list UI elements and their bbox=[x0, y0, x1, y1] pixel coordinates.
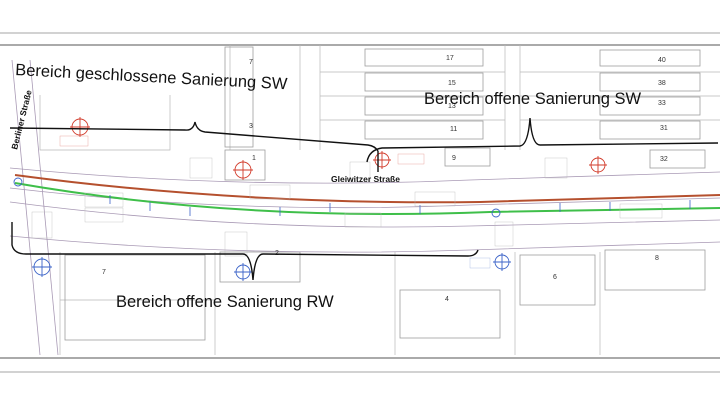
label-closed-sw: Bereich geschlossene Sanierung SW bbox=[15, 61, 288, 93]
lot-number: 13 bbox=[448, 103, 456, 110]
sheet-frame bbox=[0, 32, 720, 373]
label-open-rw: Bereich offene Sanierung RW bbox=[116, 293, 334, 311]
street-name-berliner: Berliner Straße bbox=[9, 89, 34, 151]
manhole-icon bbox=[373, 151, 391, 169]
road-corridor bbox=[9, 59, 720, 356]
bracket-closed-sw bbox=[9, 121, 379, 152]
lot-number: 11 bbox=[450, 126, 457, 133]
manhole-icon bbox=[233, 160, 253, 180]
manhole-icon bbox=[70, 117, 90, 137]
label-open-sw: Bereich offene Sanierung SW bbox=[424, 90, 642, 108]
sewer-line-sw bbox=[14, 174, 720, 204]
plots-south bbox=[59, 252, 601, 355]
lot-number: 7 bbox=[249, 59, 253, 66]
pipe-ticks bbox=[109, 195, 691, 216]
bracket-open-sw bbox=[366, 117, 719, 163]
lot-number: 38 bbox=[658, 80, 666, 87]
manhole-icon bbox=[491, 208, 501, 218]
area-brackets bbox=[9, 117, 719, 281]
buildings-south bbox=[64, 249, 706, 341]
manhole-icon bbox=[493, 253, 511, 271]
lot-number: 31 bbox=[660, 125, 668, 132]
plots-north bbox=[39, 45, 720, 151]
pipe-annotations bbox=[31, 135, 663, 269]
lot-number: 9 bbox=[452, 155, 456, 162]
lot-number: 1 bbox=[252, 155, 256, 162]
lot-number: 33 bbox=[658, 100, 666, 107]
lot-number: 17 bbox=[446, 55, 454, 62]
lot-number: 3 bbox=[249, 123, 253, 130]
manhole-icon bbox=[589, 156, 607, 174]
manhole-icon bbox=[13, 177, 23, 187]
lot-number: 6 bbox=[553, 274, 557, 281]
lot-number: 15 bbox=[448, 80, 456, 87]
manhole-icon bbox=[32, 257, 52, 277]
street-name-gleiwitzer: Gleiwitzer Straße bbox=[331, 174, 400, 184]
bracket-open-rw bbox=[11, 222, 479, 281]
manhole-icon bbox=[234, 263, 252, 281]
lot-numbers: 7 3 1 17 15 13 11 9 40 38 33 31 32 7 2 4… bbox=[102, 55, 668, 303]
manholes-rw bbox=[13, 177, 511, 281]
lot-number: 4 bbox=[445, 296, 449, 303]
buildings-north bbox=[224, 46, 706, 181]
lot-number: 8 bbox=[655, 255, 659, 262]
sewer-lines bbox=[14, 174, 720, 216]
lot-number: 32 bbox=[660, 156, 668, 163]
lot-number: 40 bbox=[658, 57, 666, 64]
sewer-line-rw bbox=[14, 182, 720, 216]
manholes-sw bbox=[70, 117, 607, 180]
lot-number: 7 bbox=[102, 269, 106, 276]
